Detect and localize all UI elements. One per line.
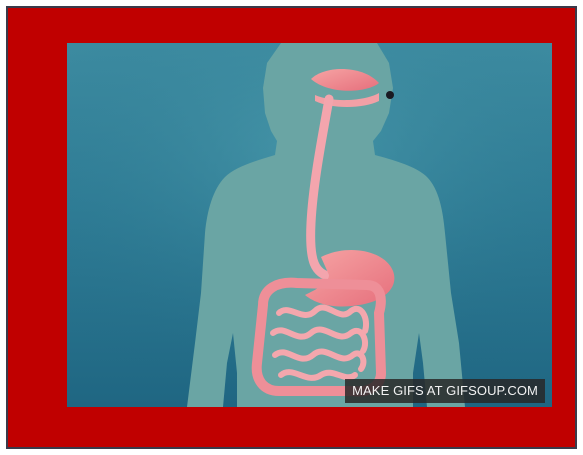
red-frame: MAKE GIFS AT GIFSOUP.COM — [6, 6, 577, 449]
dark-dot — [386, 91, 394, 99]
digestive-system-image: MAKE GIFS AT GIFSOUP.COM — [67, 43, 552, 407]
digestive-system-illustration — [67, 43, 552, 407]
watermark-label: MAKE GIFS AT GIFSOUP.COM — [345, 379, 545, 403]
